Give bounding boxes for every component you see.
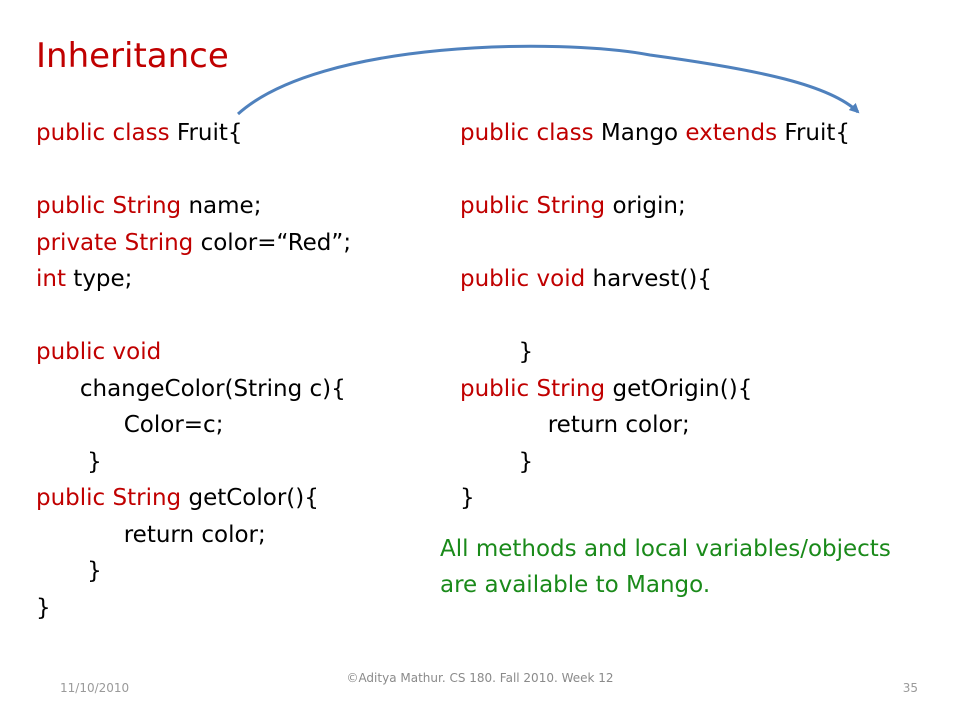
code-text: name;: [188, 193, 262, 219]
code-keyword: public void: [460, 266, 593, 292]
code-line: [460, 225, 850, 262]
code-text: Fruit{: [784, 120, 851, 146]
code-line: Color=c;: [36, 407, 351, 444]
code-text: getColor(){: [188, 485, 319, 511]
slide-title: Inheritance: [36, 36, 229, 76]
code-line: public class Mango extends Fruit{: [460, 115, 850, 152]
code-keyword: public class: [460, 120, 601, 146]
code-line: public String origin;: [460, 188, 850, 225]
code-line: private String color=“Red”;: [36, 225, 351, 262]
code-line: }: [36, 590, 351, 627]
fruit-class-code: public class Fruit{ public String name;p…: [36, 115, 351, 626]
arrow-curve: [236, 44, 860, 116]
code-keyword: public void: [36, 339, 162, 365]
code-line: public String getOrigin(){: [460, 371, 850, 408]
code-text: }: [460, 339, 534, 365]
code-text: }: [36, 558, 102, 584]
code-text: harvest(){: [592, 266, 712, 292]
code-keyword: public class: [36, 120, 177, 146]
page-number: 35: [902, 681, 918, 695]
mango-class-code: public class Mango extends Fruit{ public…: [460, 115, 850, 517]
code-text: Fruit{: [176, 120, 243, 146]
code-line: public String getColor(){: [36, 480, 351, 517]
code-text: }: [36, 594, 51, 621]
code-text: Mango: [600, 120, 686, 146]
code-line: public String name;: [36, 188, 351, 225]
code-text: origin;: [612, 193, 686, 219]
inheritance-note: All methods and local variables/objects …: [440, 536, 891, 598]
code-text: }: [460, 485, 475, 511]
code-line: }: [460, 480, 850, 517]
code-line: return color;: [460, 407, 850, 444]
code-line: public void harvest(){: [460, 261, 850, 298]
code-line: return color;: [36, 517, 351, 554]
code-line: public class Fruit{: [36, 115, 351, 152]
code-text: Color=c;: [36, 412, 224, 438]
code-line: }: [36, 553, 351, 590]
code-keyword: public String: [36, 485, 189, 511]
code-line: }: [460, 444, 850, 481]
code-keyword: extends: [685, 120, 785, 146]
code-line: [460, 152, 850, 189]
code-line: [36, 152, 351, 189]
code-keyword: public String: [36, 193, 189, 219]
code-text: }: [460, 448, 534, 475]
code-keyword: public String: [460, 193, 613, 219]
footer-date: 11/10/2010: [60, 681, 130, 695]
code-keyword: int: [36, 266, 74, 292]
footer-credit: ©Aditya Mathur. CS 180. Fall 2010. Week …: [346, 671, 614, 685]
code-text: return color;: [460, 412, 690, 438]
code-line: }: [460, 334, 850, 371]
code-text: return color;: [36, 521, 266, 548]
code-line: public void: [36, 334, 351, 371]
code-text: }: [36, 448, 102, 475]
code-line: }: [36, 444, 351, 481]
code-keyword: private String: [36, 229, 201, 256]
code-line: changeColor(String c){: [36, 371, 351, 408]
code-text: getOrigin(){: [612, 375, 753, 402]
code-keyword: public String: [460, 375, 613, 402]
code-line: [460, 298, 850, 335]
code-text: type;: [73, 266, 133, 292]
code-line: int type;: [36, 261, 351, 298]
code-line: [36, 298, 351, 335]
code-text: changeColor(String c){: [36, 375, 346, 402]
code-text: color=“Red”;: [200, 229, 352, 256]
